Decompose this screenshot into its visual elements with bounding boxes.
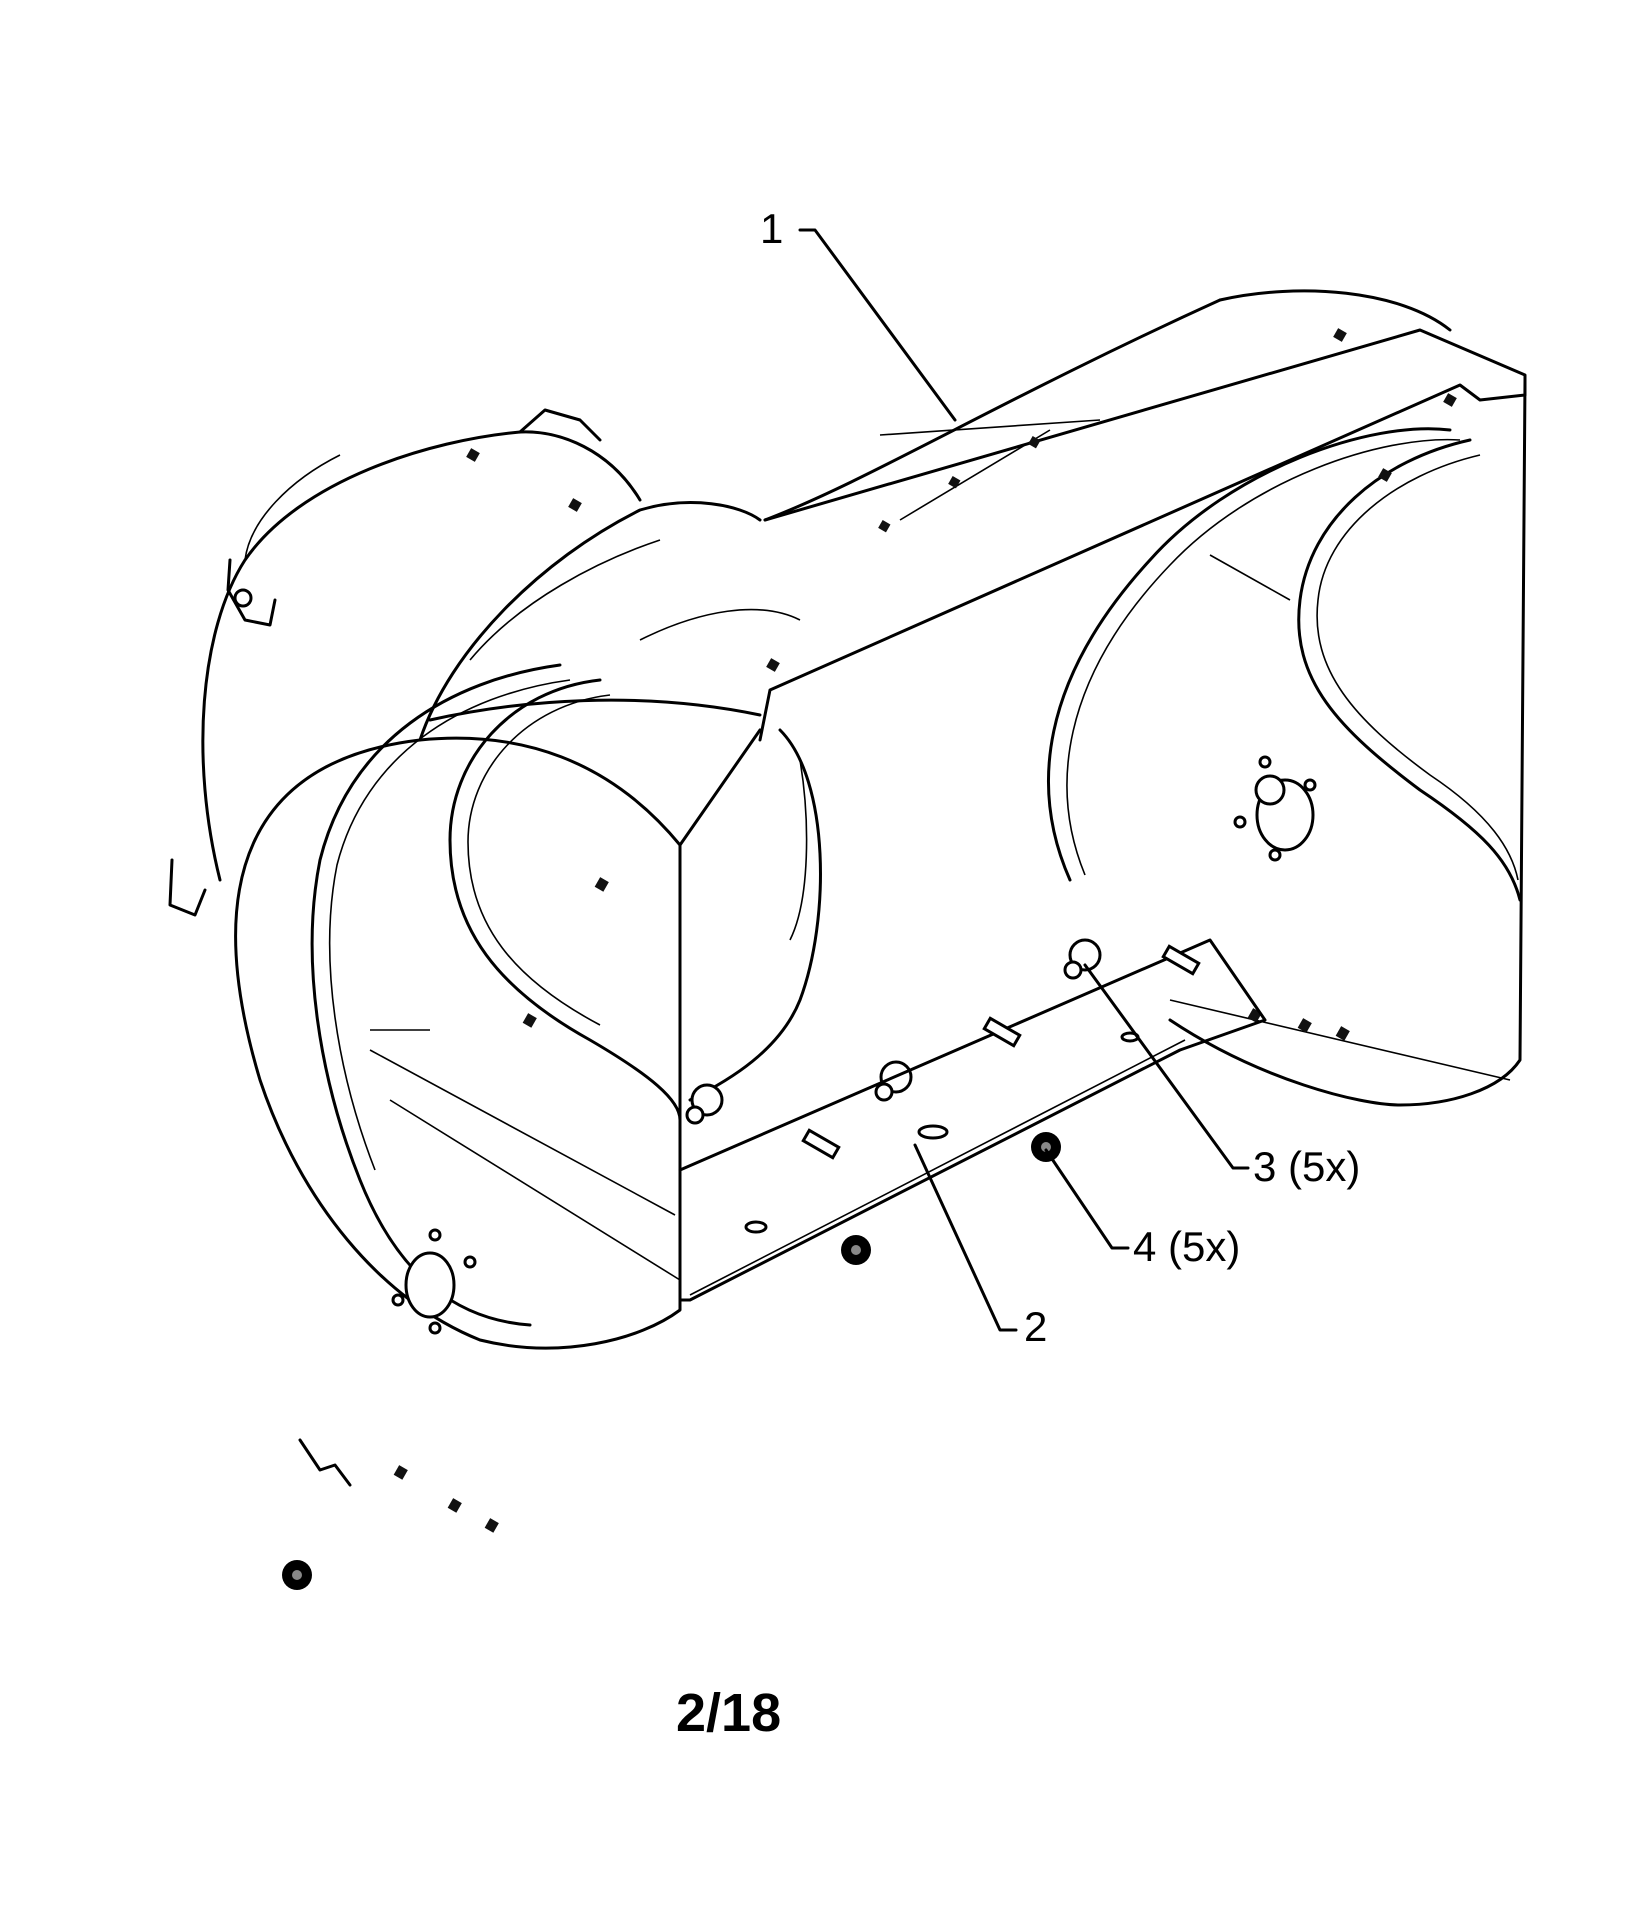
page-number: 2/18	[676, 1683, 782, 1743]
callout-part-4: 4 (5x)	[1133, 1223, 1241, 1270]
right-side-plate	[1047, 378, 1527, 1107]
callout-part-2: 2	[1024, 1303, 1048, 1350]
middle-drum	[418, 501, 822, 1102]
rear-housing-drum	[168, 408, 642, 917]
flange-nuts	[282, 1132, 1061, 1590]
carriage-bolts	[685, 938, 1102, 1125]
scraper-bar	[678, 938, 1267, 1302]
top-beam	[758, 289, 1527, 742]
front-side-plate	[234, 663, 762, 1533]
callout-part-3: 3 (5x)	[1253, 1143, 1361, 1190]
leader-lines	[798, 228, 1250, 1332]
callout-part-1: 1	[760, 205, 784, 252]
